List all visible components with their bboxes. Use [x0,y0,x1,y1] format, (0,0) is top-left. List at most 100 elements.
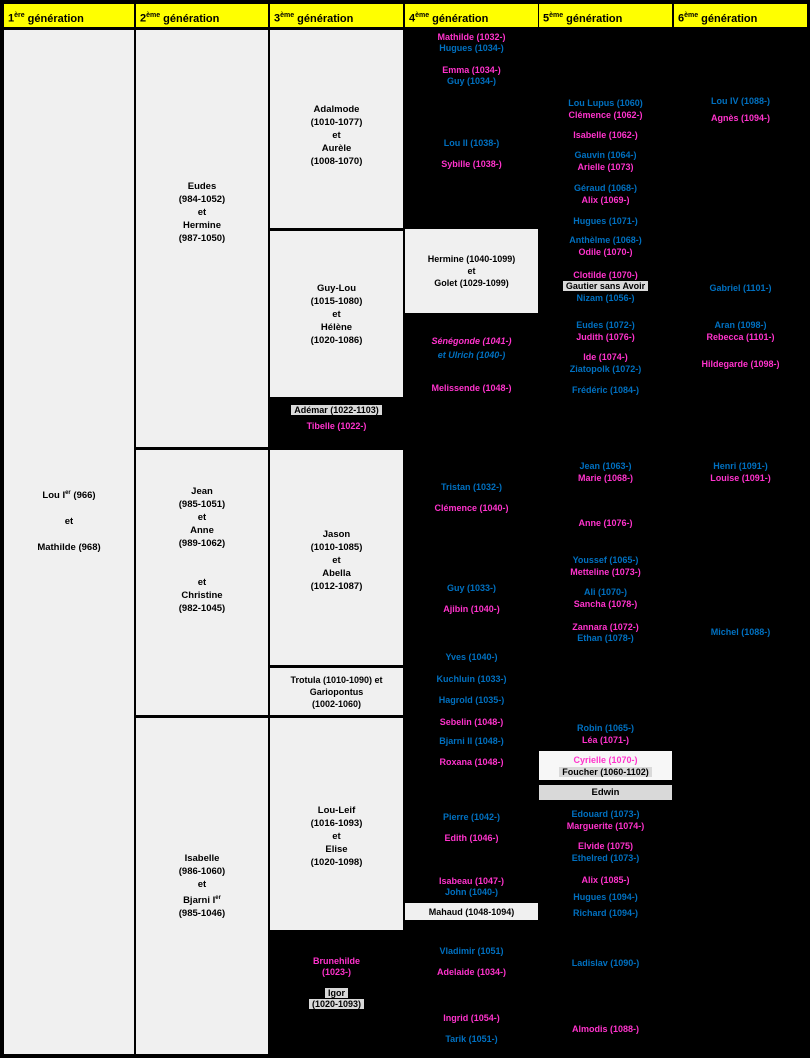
cell-text-line: et [198,576,206,589]
cell-text-line: (987-1050) [179,232,225,245]
person-entry: Pierre (1042-) [405,812,538,823]
person-entry: Alix (1085-) [539,875,672,886]
person-name: et Ulrich (1040-) [437,350,506,360]
cell-text-line: et [65,515,73,528]
generation-ordinal-suffix: ème [415,12,430,19]
person-name: Ziatopolk (1072-) [569,364,642,374]
person-entry: Isabeau (1047-) [405,876,538,887]
highlighted-person-name: Igor [325,988,348,998]
cell-text-line: (1010-1077) [311,116,363,129]
person-name: Elvide (1075) [577,841,634,851]
person-entry: Ethan (1078-) [539,633,672,644]
person-name: Roxana (1048-) [439,757,504,767]
person-entry: Judith (1076-) [539,332,672,343]
person-name: Zannara (1072-) [572,622,639,632]
person-entry: Michel (1088-) [674,627,807,638]
person-name: Isabelle (1062-) [573,130,638,140]
person-name: Michel (1088-) [710,627,771,637]
cell-text-line: Christine [181,589,222,602]
person-entry: Aran (1098-) [674,320,807,331]
person-name: Edith (1046-) [444,833,499,843]
person-name: Ladislav (1090-) [571,958,640,968]
person-entry: Sebelin (1048-) [405,717,538,728]
cell-text-line: Lou Ier (966) [42,486,95,501]
person-entry: Anthèlme (1068-) [539,235,672,246]
person-name: Rebecca (1101-) [706,332,775,342]
generation-word: génération [27,12,84,25]
person-name: Hugues (1071-) [573,216,638,226]
person-text: (985-1051) [178,498,226,510]
person-name: Vladimir (1051) [439,946,504,956]
cell-text-line: Mahaud (1048-1094) [429,906,515,918]
person-name: Henri (1091-) [713,461,768,471]
person-name: Alix (1085-) [581,875,630,885]
cell-text-line: (1002-1060) [312,698,361,710]
generation-ordinal-suffix: ème [280,12,295,19]
person-entry: Hagrold (1035-) [405,695,538,706]
person-text: (985-1046) [178,907,226,919]
person-name: Mathilde (1032-) [437,32,506,42]
highlighted-person-name: Adémar (1022-1103) [291,405,382,415]
person-entry: Ide (1074-) [539,352,672,363]
person-entry: Adelaide (1034-) [405,967,538,978]
cell-text-line: (985-1051) [179,498,225,511]
generation-number: 3 [274,12,281,25]
person-text: Bjarni Ier [183,894,221,906]
person-text: et [332,830,341,842]
cell-text-line: Anne [190,524,214,537]
cell-text-line: Aurèle [322,142,352,155]
person-name: Lou IV (1088-) [710,96,770,106]
person-entry: (1023-) [270,967,403,978]
person-name: Richard (1094-) [572,908,639,918]
cell-text-line: et [332,308,340,321]
cell-text-line: et [198,511,206,524]
person-name: Metteline (1073-) [570,567,641,577]
person-text: Elise [325,843,348,855]
person-entry: Vladimir (1051) [405,946,538,957]
cell-text-line: Isabelle [185,852,220,865]
person-name: Hildegarde (1098-) [701,359,780,369]
person-text: (984-1052) [178,194,226,205]
person-entry: Gabriel (1101-) [674,283,807,294]
person-name: Sybille (1038-) [441,159,502,169]
person-name: Brunehilde [312,956,360,966]
highlighted-person-name: Gautier sans Avoir [562,281,649,291]
person-entry: Alix (1069-) [539,195,672,206]
person-text: Isabelle [184,853,220,865]
cell-text-line: (1015-1080) [311,295,363,308]
person-name: Jean (1063-) [579,461,632,471]
person-text: et [197,879,207,891]
cell-text-line: Bjarni Ier [183,891,221,906]
person-name: Lou II (1038-) [443,138,500,148]
person-entry: Ali (1070-) [539,587,672,598]
person-name: Clémence (1040-) [434,503,509,513]
cell-text-line: Hermine (1040-1099) [428,253,516,265]
person-name: Clémence (1062-) [568,110,643,120]
person-name: Emma (1034-) [442,65,501,75]
person-entry: et Ulrich (1040-) [405,350,538,361]
person-entry: Clémence (1062-) [539,110,672,121]
cell-text-line: Jason [323,528,350,541]
person-name: Edouard (1073-) [571,809,640,819]
cell-text-line: (984-1052) [179,193,225,206]
person-text: et [332,129,341,141]
person-name: Pierre (1042-) [442,812,501,822]
person-text: Lou Ier (966) [42,489,96,501]
person-name: Anthèlme (1068-) [569,235,642,245]
person-name: Yves (1040-) [445,652,498,662]
person-entry: Ajibin (1040-) [405,604,538,615]
person-name: Géraud (1068-) [573,183,638,193]
person-name: Robin (1065-) [576,723,634,733]
person-name: Guy (1033-) [446,583,497,593]
cell-text-line: (989-1062) [179,537,225,550]
person-entry: Henri (1091-) [674,461,807,472]
person-text: (1012-1087) [310,581,363,592]
